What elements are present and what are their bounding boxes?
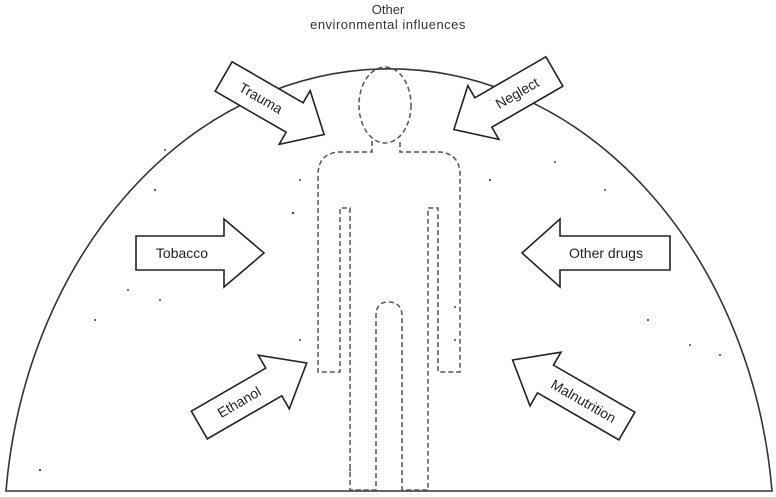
tobacco-label: Tobacco — [156, 245, 208, 261]
tobacco-arrow: Tobacco — [136, 219, 264, 287]
trauma-arrow: Trauma — [208, 50, 339, 162]
dome-outline — [6, 69, 772, 491]
human-figure — [318, 67, 460, 490]
other-drugs-arrow: Other drugs — [522, 219, 670, 287]
malnutrition-arrow: Malnutrition — [497, 333, 642, 453]
other-drugs-label: Other drugs — [569, 245, 643, 261]
neglect-arrow: Neglect — [438, 45, 569, 157]
ethanol-arrow: Ethanol — [184, 336, 322, 452]
